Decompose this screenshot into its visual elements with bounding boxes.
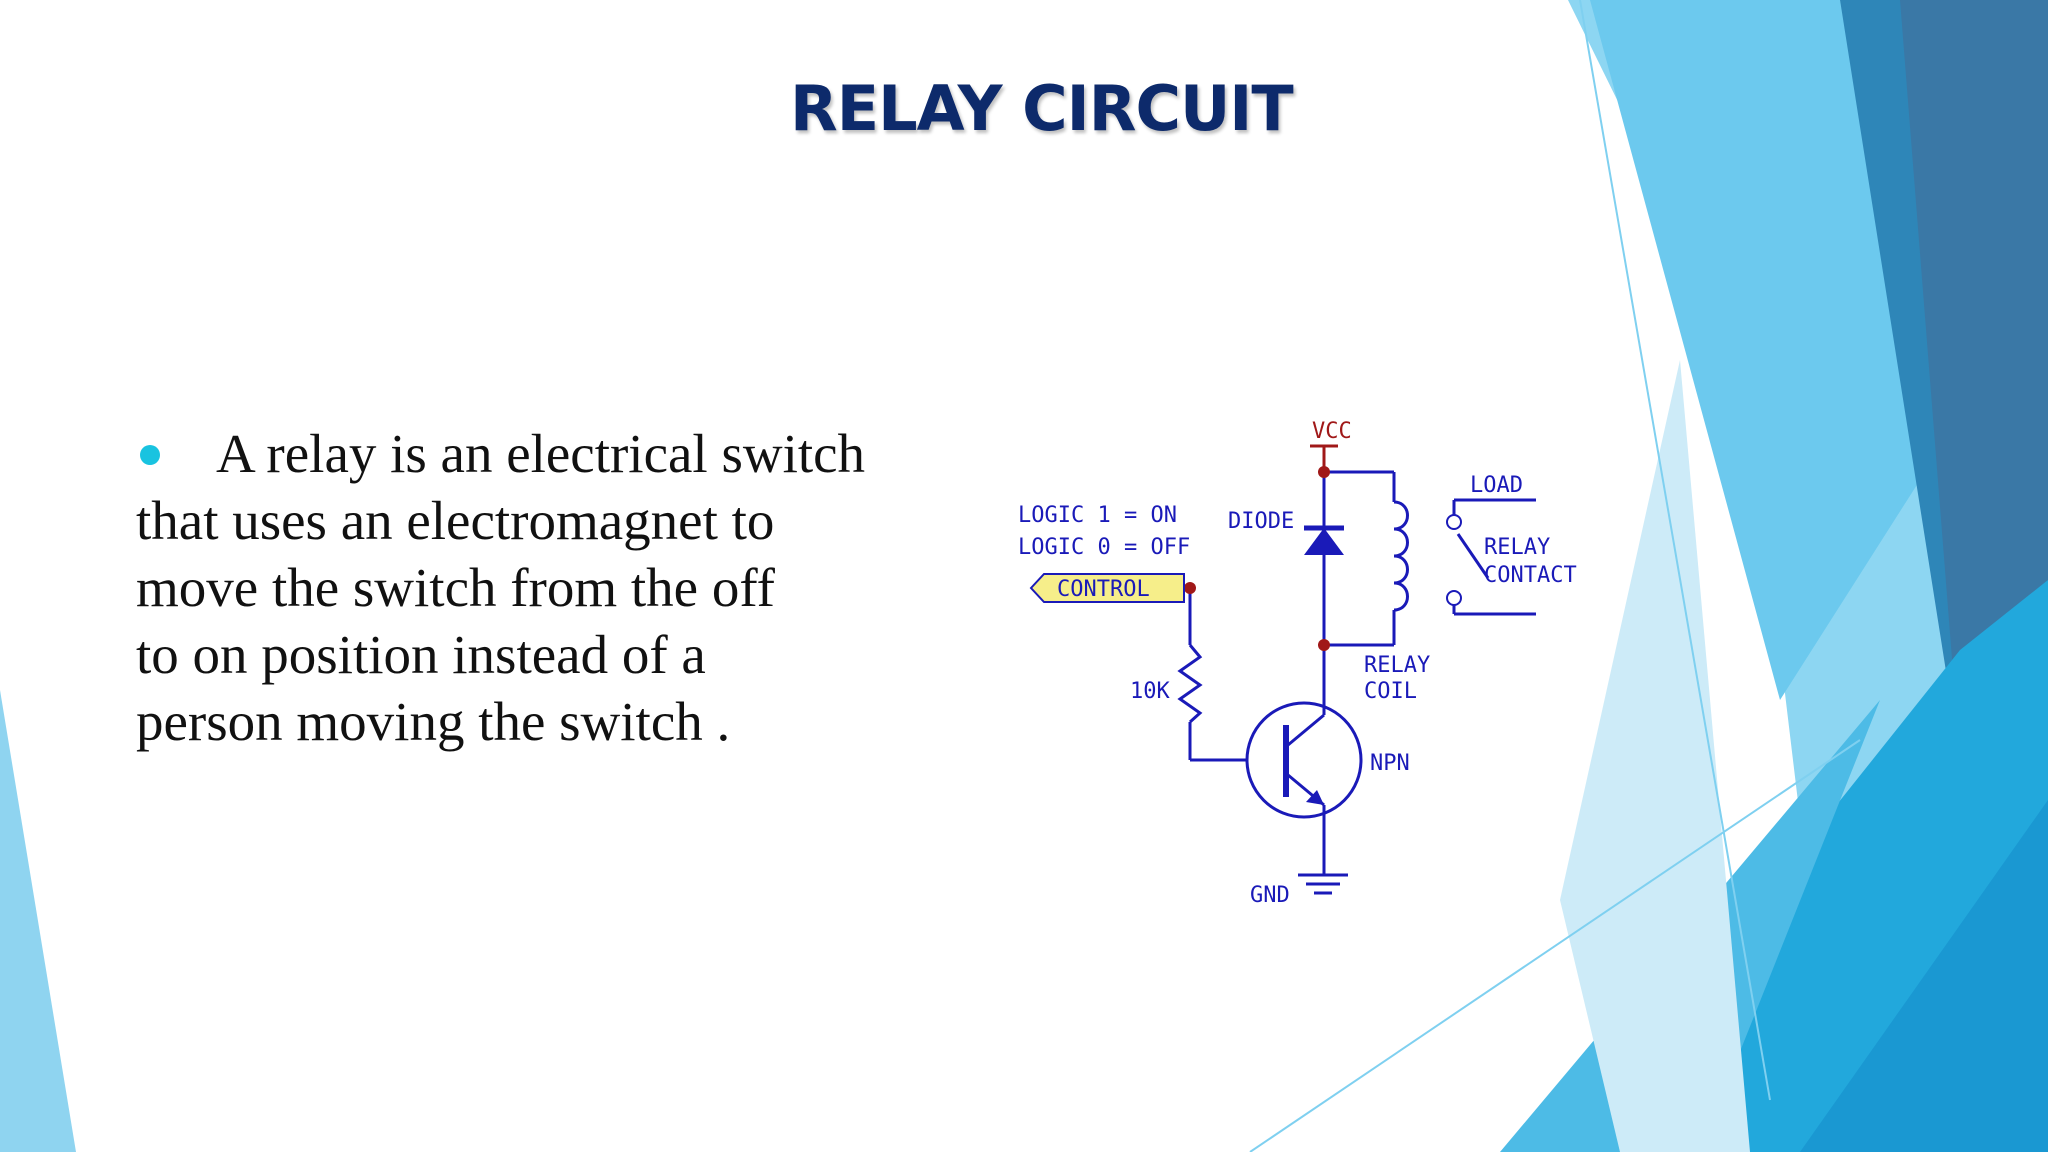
vcc-label: VCC xyxy=(1312,419,1352,444)
logic-0-label: LOGIC 0 = OFF xyxy=(1018,535,1190,560)
contact-terminal-bottom xyxy=(1446,590,1462,606)
right-darker-panel xyxy=(1900,0,2048,760)
npn-emitter-arrow xyxy=(1306,790,1324,805)
relay-coil xyxy=(1393,500,1409,612)
body-line-3: move the switch from the off xyxy=(136,557,775,618)
bottom-corner-blue xyxy=(1800,800,2048,1152)
body-line-2: that uses an electromagnet to xyxy=(136,490,775,551)
npn-label: NPN xyxy=(1370,751,1410,776)
relay-coil-label-2: COIL xyxy=(1364,679,1417,704)
control-label: CONTROL xyxy=(1057,577,1150,602)
body-text: A relay is an electrical switch that use… xyxy=(136,420,936,755)
bullet-icon xyxy=(140,445,160,466)
resistor-label: 10K xyxy=(1130,679,1170,704)
vcc-junction-dot xyxy=(1318,466,1330,478)
diode-label: DIODE xyxy=(1228,509,1294,534)
npn-collector-leg xyxy=(1287,713,1325,747)
body-line-1: A relay is an electrical switch xyxy=(136,420,936,487)
contact-blade xyxy=(1456,533,1490,579)
coil-junction-dot xyxy=(1318,639,1330,651)
resistor-10k xyxy=(1177,644,1203,724)
body-line-4: to on position instead of a xyxy=(136,624,706,685)
control-junction-dot xyxy=(1184,582,1196,594)
npn-transistor-body xyxy=(1245,701,1363,819)
load-label: LOAD xyxy=(1470,473,1523,498)
gnd-label: GND xyxy=(1250,883,1290,908)
relay-circuit-diagram: VCC LOAD LOGIC 1 = ON LOGIC 0 = OFF DIOD… xyxy=(1018,419,1577,908)
thin-line-1 xyxy=(1579,0,1771,1101)
logic-1-label: LOGIC 1 = ON xyxy=(1018,503,1177,528)
body-line-5: person moving the switch . xyxy=(136,691,731,752)
control-tag xyxy=(1029,573,1185,603)
pale-wedge xyxy=(1560,360,1750,1152)
thin-line-2 xyxy=(1249,739,1861,1152)
relay-contact-label-2: CONTACT xyxy=(1484,563,1577,588)
right-mid-panel xyxy=(1590,0,1920,700)
diode-triangle xyxy=(1304,528,1344,555)
contact-terminal-top xyxy=(1446,514,1462,530)
slide-title: RELAY CIRCUIT xyxy=(790,72,1294,145)
body-line-1-text: A relay is an electrical switch xyxy=(216,423,866,484)
left-accent-shape xyxy=(0,690,76,1152)
relay-coil-label-1: RELAY xyxy=(1364,653,1430,678)
relay-contact-label-1: RELAY xyxy=(1484,535,1550,560)
